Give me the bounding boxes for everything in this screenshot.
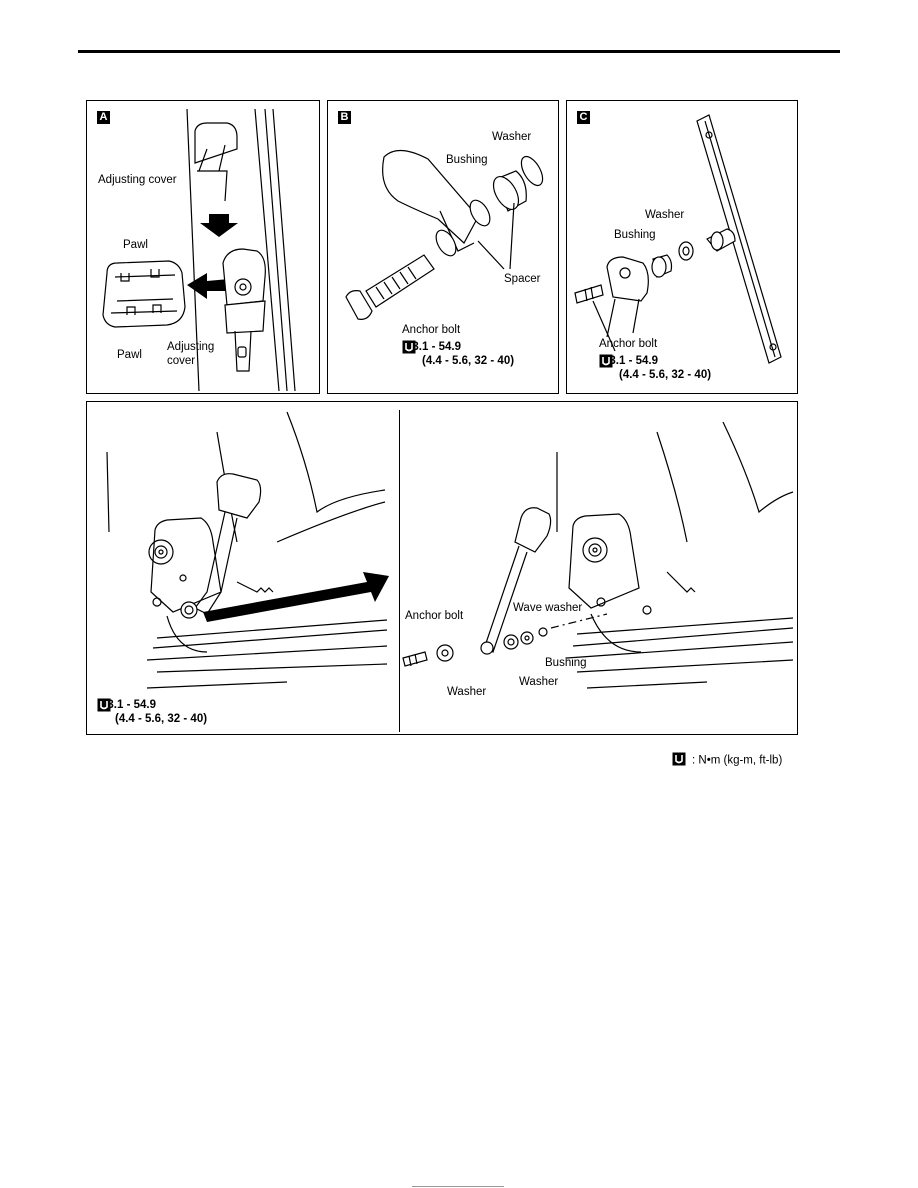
panel-bottom-illustration: [106, 411, 794, 689]
washer-label: Washer: [492, 131, 532, 143]
panel-c: C Washer Bushing Anchor bolt 43.1 - 54.9…: [566, 100, 798, 394]
washer-label-left: Washer: [447, 686, 487, 698]
down-arrow-icon: [200, 214, 238, 237]
torque-wrench-icon: [672, 752, 686, 769]
torque-alt: (4.4 - 5.6, 32 - 40): [422, 355, 515, 367]
anchor-bolt-label: Anchor bolt: [599, 338, 658, 350]
torque-alt: (4.4 - 5.6, 32 - 40): [115, 713, 208, 725]
torque-value: 43.1 - 54.9: [603, 355, 658, 367]
torque-alt: (4.4 - 5.6, 32 - 40): [619, 369, 712, 381]
anchor-bolt-label: Anchor bolt: [402, 324, 461, 336]
panel-a-illustration: [102, 108, 296, 392]
panel-b-badge: B: [338, 111, 351, 124]
spacer-label: Spacer: [504, 273, 541, 285]
pawl-label-top: Pawl: [123, 239, 148, 251]
adjusting-cover-label-2a: Adjusting: [167, 341, 215, 353]
header-rule: [78, 50, 840, 53]
bushing-label: Bushing: [545, 657, 587, 669]
panel-b: B Washer Bushing Spacer Anchor bolt 43.1…: [327, 100, 559, 394]
washer-label: Washer: [645, 209, 685, 221]
adjusting-cover-label: Adjusting cover: [98, 174, 177, 186]
torque-legend: : N•m (kg-m, ft-lb): [672, 752, 782, 769]
adjusting-cover-label-2b: cover: [167, 355, 196, 367]
right-arrow-icon: [203, 572, 389, 622]
panel-a: A Adjusting cover Pawl Pawl Adjusting co…: [86, 100, 320, 394]
panel-divider: [399, 410, 400, 732]
footer-line: [412, 1186, 504, 1187]
pawl-label-bottom: Pawl: [117, 349, 142, 361]
torque-value: 43.1 - 54.9: [101, 699, 156, 711]
bushing-label: Bushing: [614, 229, 656, 241]
torque-spec-bottom: 43.1 - 54.9 (4.4 - 5.6, 32 - 40): [97, 698, 207, 726]
torque-value: 43.1 - 54.9: [406, 341, 461, 353]
left-arrow-icon: [187, 273, 229, 299]
panel-a-badge: A: [97, 111, 110, 124]
legend-text: : N•m (kg-m, ft-lb): [692, 754, 783, 767]
torque-spec-c: 43.1 - 54.9 (4.4 - 5.6, 32 - 40): [599, 354, 711, 382]
wave-washer-label: Wave washer: [513, 602, 583, 614]
anchor-bolt-label: Anchor bolt: [405, 610, 464, 622]
bushing-label: Bushing: [446, 154, 488, 166]
panel-b-illustration: [345, 149, 544, 320]
panel-bottom: 43.1 - 54.9 (4.4 - 5.6, 32 - 40) Anchor …: [86, 401, 798, 735]
torque-spec-b: 43.1 - 54.9 (4.4 - 5.6, 32 - 40): [402, 340, 514, 368]
panel-c-illustration: [574, 114, 782, 364]
washer-label-right: Washer: [519, 676, 559, 688]
panel-c-badge: C: [577, 111, 590, 124]
